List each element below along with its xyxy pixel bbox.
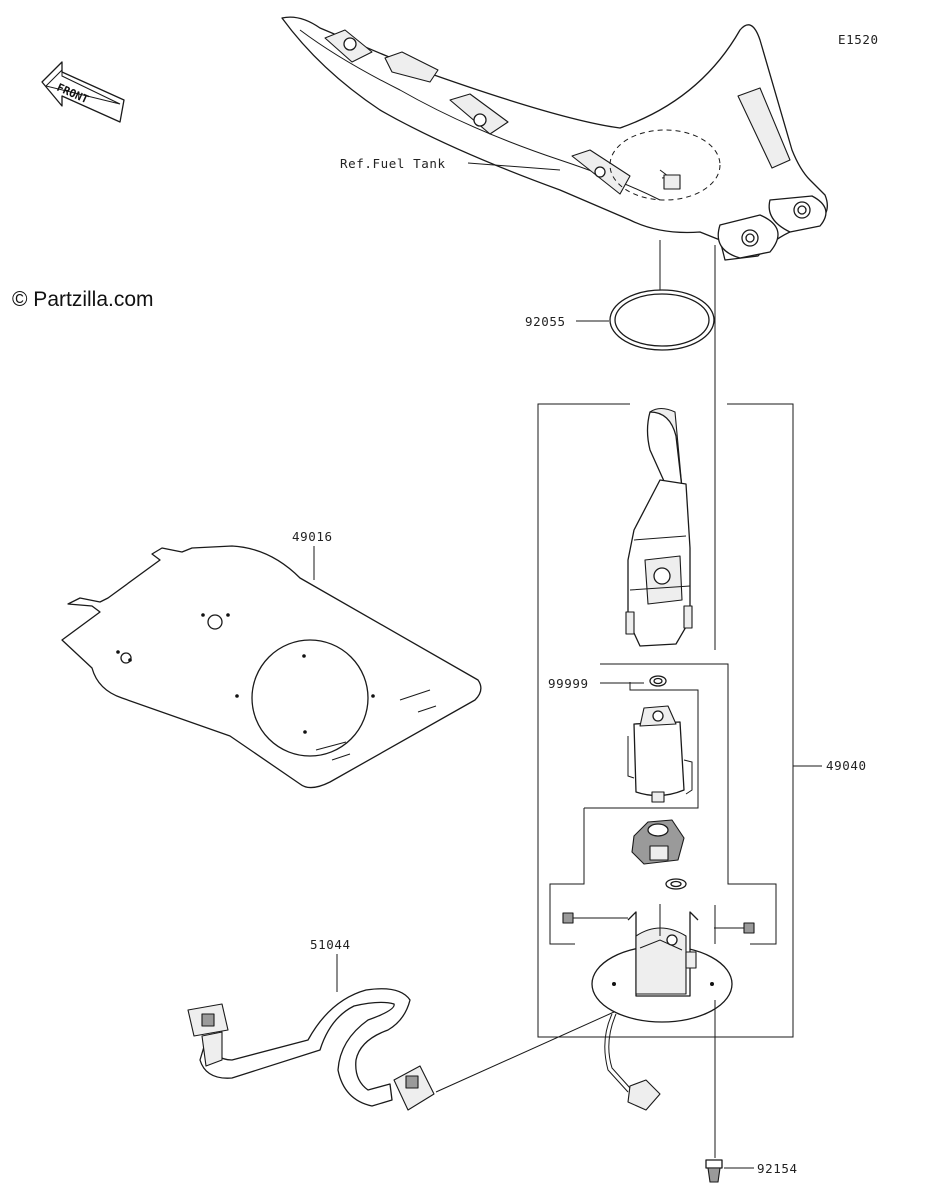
fuel-tank-drawing xyxy=(281,16,828,261)
watermark: © Partzilla.com xyxy=(12,288,154,311)
pump-filter xyxy=(631,819,685,865)
diagram-code: E1520 xyxy=(838,32,879,47)
callout-pump-part: 99999 xyxy=(548,676,589,691)
pump-motor xyxy=(627,705,693,803)
callout-o-ring: 92055 xyxy=(525,314,566,329)
callout-sheet: 49016 xyxy=(292,529,333,544)
bolt-92154 xyxy=(705,1159,723,1183)
screw-left xyxy=(562,912,628,924)
callout-bolt: 92154 xyxy=(757,1161,798,1176)
pump-housing-upper xyxy=(625,407,693,647)
screw-right xyxy=(714,922,755,934)
pump-base-plate xyxy=(591,904,733,1023)
callout-fuel-pump-assy: 49040 xyxy=(826,758,867,773)
pump-wire-connector xyxy=(604,1013,661,1111)
o-ring-92055 xyxy=(609,289,715,351)
callout-harness: 51044 xyxy=(310,937,351,952)
callout-fuel-tank-ref: Ref.Fuel Tank xyxy=(340,156,446,171)
front-arrow-icon: FRONT xyxy=(41,61,125,123)
sheet-49016 xyxy=(61,545,482,789)
harness-51044 xyxy=(187,988,435,1111)
